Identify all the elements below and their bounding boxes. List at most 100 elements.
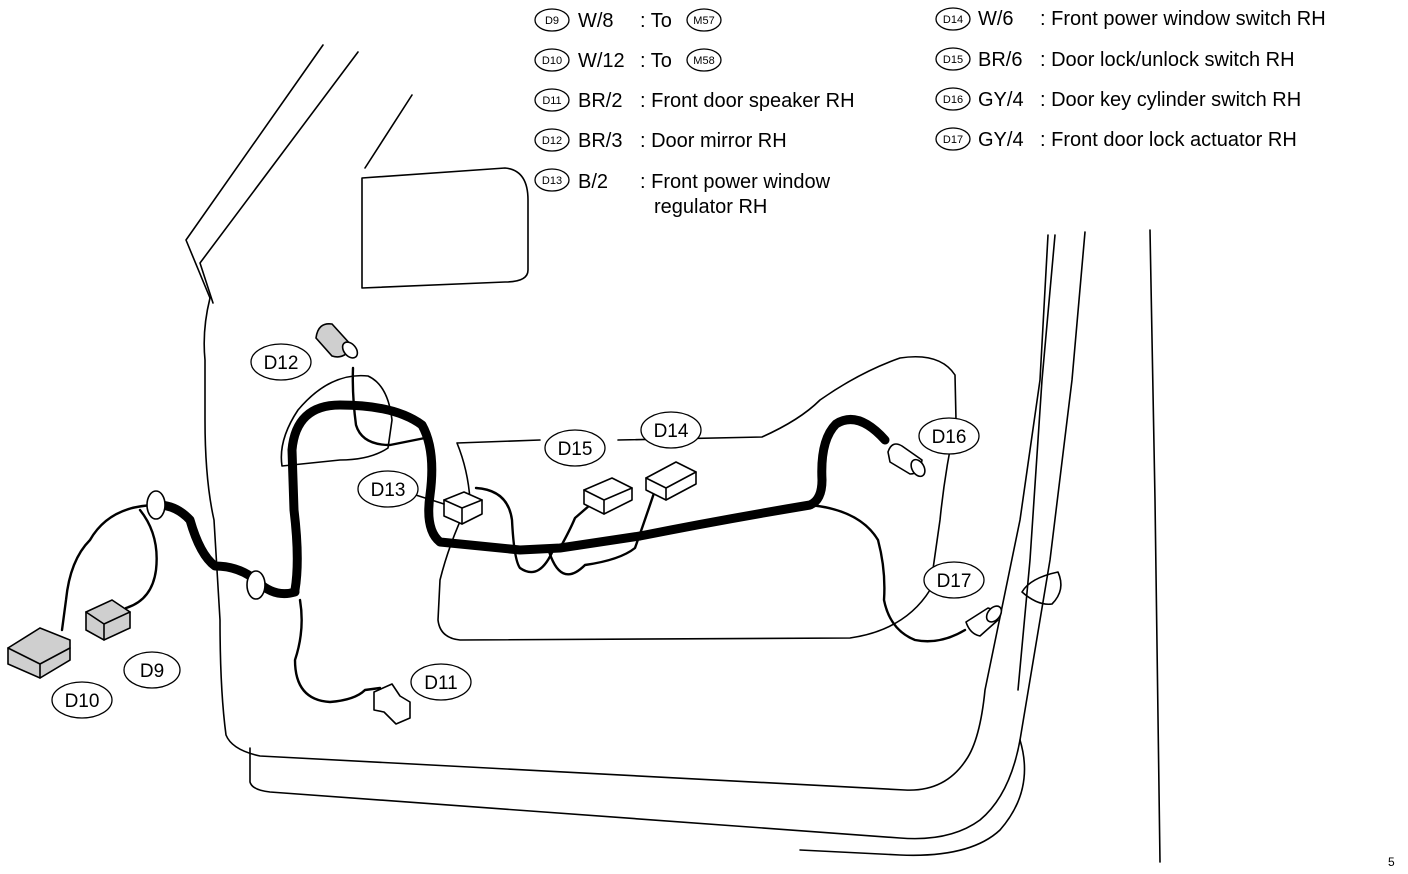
inner-panel-outline bbox=[203, 234, 1049, 791]
grommet-center bbox=[246, 570, 266, 600]
label-bubble-d9 bbox=[123, 651, 181, 689]
legend-id-d15: D15 bbox=[943, 54, 963, 66]
legend-badge-d10 bbox=[534, 48, 570, 72]
connector-d15-edge bbox=[583, 487, 633, 515]
connector-d11-body bbox=[373, 683, 411, 725]
lower-sill-line bbox=[799, 739, 1026, 857]
connector-d16-end bbox=[910, 458, 926, 478]
label-d15: D15 bbox=[558, 439, 593, 460]
wire-d9 bbox=[124, 508, 158, 610]
corner-mark: 5 bbox=[1388, 855, 1395, 869]
legend-desc-d10: : To bbox=[640, 50, 672, 72]
connectors bbox=[7, 322, 1003, 725]
legend-row-d12: D12 BR/3 : Door mirror RH bbox=[534, 128, 787, 152]
window-opening bbox=[361, 167, 529, 289]
legend-wire-d15: BR/6 bbox=[978, 49, 1022, 71]
connector-d16 bbox=[887, 443, 926, 478]
connector-d13 bbox=[443, 491, 483, 525]
wire-d14 bbox=[546, 480, 670, 576]
legend-id-d10: D10 bbox=[542, 55, 562, 67]
legend-wire-d16: GY/4 bbox=[978, 89, 1024, 111]
legend-badge-d12 bbox=[534, 128, 570, 152]
legend-row-d15: D15 BR/6 : Door lock/unlock switch RH bbox=[935, 47, 1295, 71]
connector-d11 bbox=[373, 683, 411, 725]
legend-desc2-d13: regulator RH bbox=[654, 196, 767, 218]
legend-row-d13: D13 B/2 : Front power window regulator R… bbox=[534, 168, 831, 218]
legend-wire-d12: BR/3 bbox=[578, 130, 622, 152]
label-d17: D17 bbox=[937, 571, 972, 592]
legend-desc-d15: : Door lock/unlock switch RH bbox=[1040, 49, 1295, 71]
label-bubble-d14 bbox=[640, 411, 702, 449]
legend-id-d17: D17 bbox=[943, 134, 963, 146]
legend-row-d10: D10 W/12 : To M58 bbox=[534, 48, 722, 72]
legend-id-d14: D14 bbox=[943, 14, 963, 26]
connector-d9-body bbox=[85, 599, 131, 641]
label-d11: D11 bbox=[424, 673, 457, 694]
legend-badge-d13 bbox=[534, 168, 570, 192]
label-d12: D12 bbox=[264, 353, 299, 374]
connector-d9 bbox=[85, 599, 131, 641]
wire-d11 bbox=[293, 598, 382, 704]
label-bubble-d17 bbox=[923, 561, 985, 599]
connector-d17 bbox=[965, 605, 1003, 637]
connector-d15-body bbox=[583, 477, 633, 515]
legend-id-d13: D13 bbox=[542, 175, 562, 187]
label-bubble-d15 bbox=[544, 429, 606, 467]
legend-id-d12: D12 bbox=[542, 135, 562, 147]
main-harness-trunk bbox=[287, 400, 890, 595]
label-d13: D13 bbox=[371, 480, 406, 501]
wire-d17 bbox=[808, 503, 967, 643]
connector-d14-edge bbox=[645, 471, 697, 501]
legend-desc-d12: : Door mirror RH bbox=[640, 130, 787, 152]
legend-desc-d11: : Front door speaker RH bbox=[640, 90, 855, 112]
label-d14: D14 bbox=[654, 421, 689, 442]
connector-d13-edge bbox=[443, 499, 483, 525]
legend-badge-d9 bbox=[534, 8, 570, 32]
legend-wire-d14: W/6 bbox=[978, 8, 1014, 30]
wire-harness bbox=[60, 366, 967, 704]
wire-d13 bbox=[474, 486, 556, 574]
connector-d14-body bbox=[645, 461, 697, 501]
label-bubble-d16 bbox=[918, 417, 980, 455]
label-d16: D16 bbox=[932, 427, 967, 448]
legend-id-d16: D16 bbox=[943, 94, 963, 106]
label-d9: D9 bbox=[140, 661, 164, 682]
legend-badge-d11 bbox=[534, 88, 570, 112]
outer-panel-outline bbox=[249, 231, 1086, 840]
service-hole-outline bbox=[437, 355, 957, 641]
legend-desc-d9: : To bbox=[640, 10, 672, 32]
connector-d14 bbox=[645, 461, 697, 501]
legend-badge-d17 bbox=[935, 127, 971, 151]
door-frame-inner-line bbox=[199, 51, 359, 304]
legend-to-badge-d9 bbox=[686, 8, 722, 32]
door-frame-outer-line bbox=[185, 44, 324, 299]
label-bubble-d13 bbox=[357, 470, 419, 508]
legend-row-d9: D9 W/8 : To M57 bbox=[534, 8, 722, 32]
legend-row-d16: D16 GY/4 : Door key cylinder switch RH bbox=[935, 87, 1301, 111]
callout-labels: D9 D10 D11 D12 D13 D14 D15 D16 D17 bbox=[51, 343, 985, 719]
wire-d15 bbox=[558, 503, 592, 550]
rear-edge-outer bbox=[1149, 229, 1161, 863]
legend-wire-d17: GY/4 bbox=[978, 129, 1024, 151]
legend-row-d11: D11 BR/2 : Front door speaker RH bbox=[534, 88, 855, 112]
legend-to-badge-d10 bbox=[686, 48, 722, 72]
legend-wire-d10: W/12 bbox=[578, 50, 625, 72]
label-bubble-d12 bbox=[250, 343, 312, 381]
legend-id-d9: D9 bbox=[545, 15, 559, 27]
latch-cutout bbox=[1021, 571, 1062, 606]
legend-desc-d14: : Front power window switch RH bbox=[1040, 8, 1326, 30]
rear-edge-inner bbox=[1017, 234, 1056, 691]
legend-id-d11: D11 bbox=[542, 95, 561, 107]
legend-wire-d9: W/8 bbox=[578, 10, 614, 32]
legend-desc-d17: : Front door lock actuator RH bbox=[1040, 129, 1297, 151]
legend-wire-d11: BR/2 bbox=[578, 90, 622, 112]
connector-d12-end bbox=[341, 341, 359, 359]
legend: D9 W/8 : To M57 D10 W/12 : To M58 D11 BR… bbox=[534, 7, 1326, 218]
legend-desc-d13: : Front power window bbox=[640, 171, 831, 193]
harness-left-branch bbox=[153, 500, 300, 599]
door-outline bbox=[185, 44, 1161, 863]
legend-to-d9: M57 bbox=[693, 15, 714, 27]
legend-badge-d15 bbox=[935, 47, 971, 71]
wire-d12 bbox=[351, 366, 427, 447]
connector-d15 bbox=[583, 477, 633, 515]
